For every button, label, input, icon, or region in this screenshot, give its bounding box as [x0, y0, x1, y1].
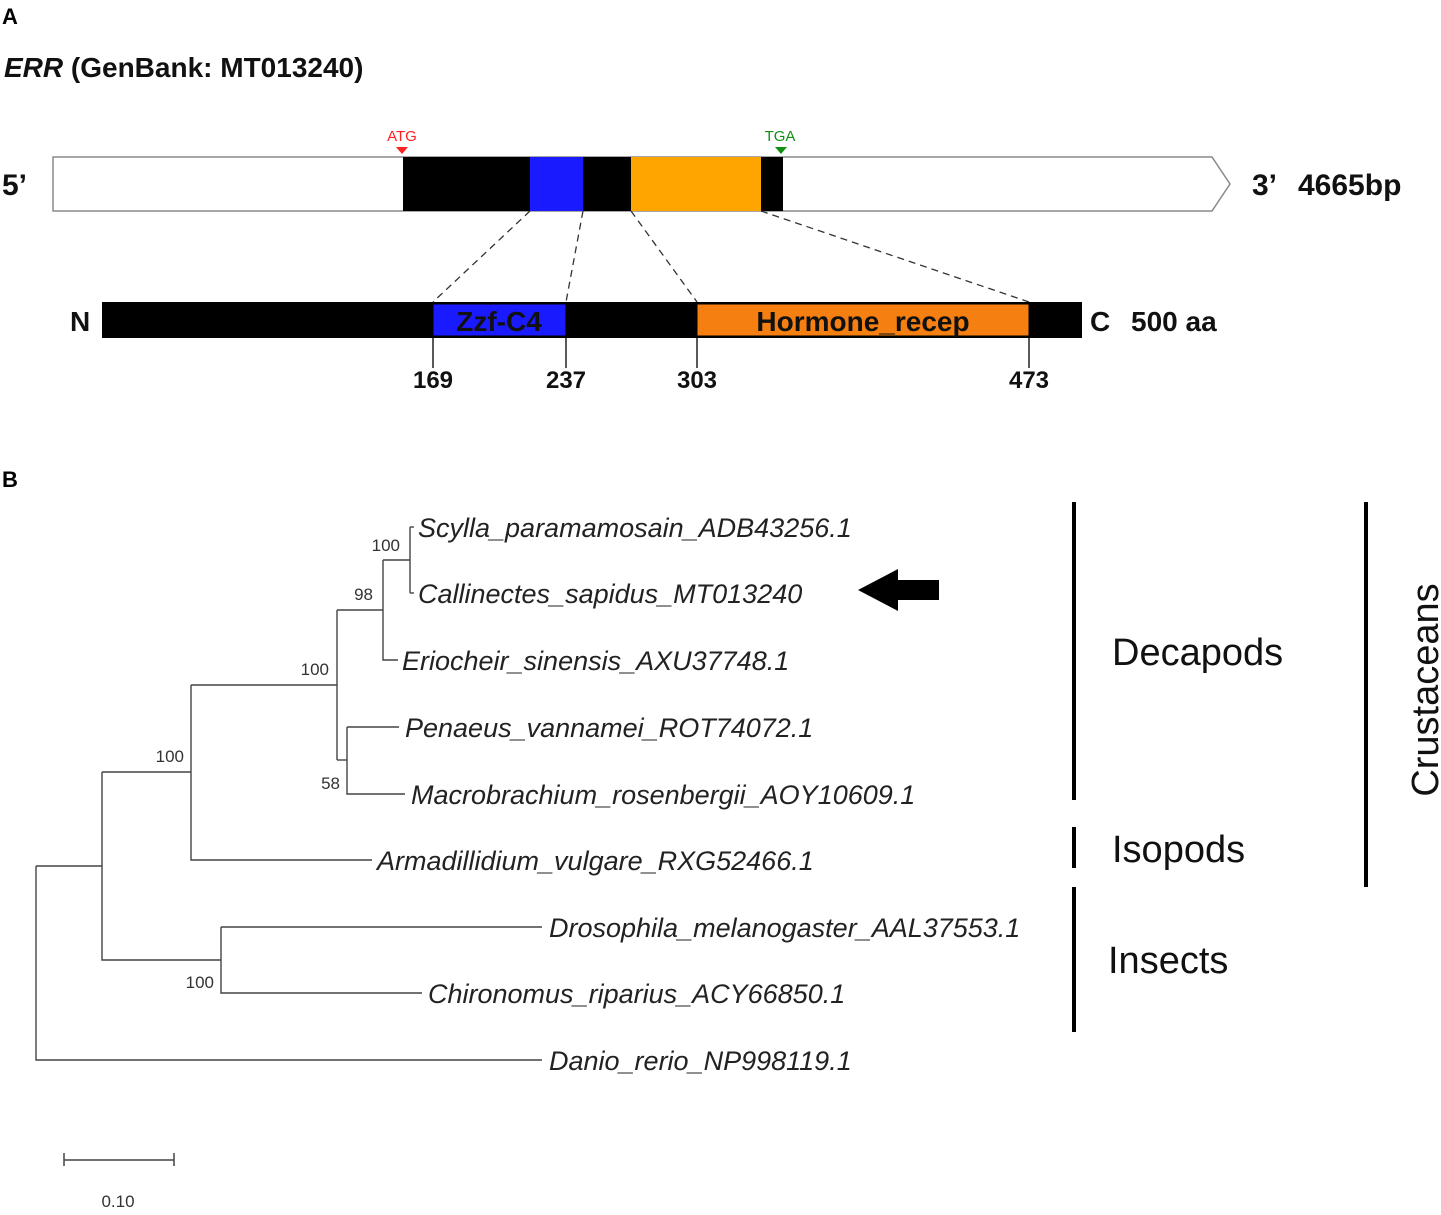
left-arrow-icon	[858, 569, 939, 611]
connector-hormone-end	[760, 210, 1030, 303]
supergroup-label-crustaceans: Crustaceans	[1405, 583, 1441, 796]
leaf-label: Danio_rerio_NP998119.1	[549, 1046, 852, 1076]
bootstrap-value: 100	[301, 660, 329, 679]
scale-bar	[63, 1153, 175, 1166]
mrna-hormone-domain	[631, 157, 761, 211]
start-codon-marker	[396, 147, 408, 154]
tree-branch	[190, 685, 372, 861]
position-label: 303	[677, 367, 717, 394]
connector-zzf-start	[432, 210, 531, 303]
tree-branch	[220, 927, 422, 994]
stop-codon-label: TGA	[765, 128, 796, 145]
five-prime-label: 5’	[2, 169, 27, 202]
scale-bar-label: 0.10	[101, 1192, 134, 1211]
tree-branch	[101, 772, 221, 961]
c-terminus-label: C	[1090, 306, 1110, 337]
leaf-label: Callinectes_sapidus_MT013240	[418, 579, 802, 609]
position-label: 169	[413, 367, 453, 394]
panel-a-letter: A	[2, 4, 18, 29]
position-label: 237	[546, 367, 586, 394]
mrna-zzf-domain	[530, 157, 583, 211]
panel-b-letter: B	[2, 467, 18, 492]
bootstrap-value: 100	[156, 747, 184, 766]
position-label: 473	[1009, 367, 1049, 394]
tree-branch	[346, 727, 405, 795]
connector-hormone-start	[630, 210, 698, 303]
start-codon-label: ATG	[387, 128, 417, 145]
leaf-label: Penaeus_vannamei_ROT74072.1	[405, 713, 813, 743]
phylogenetic-tree	[35, 526, 542, 1061]
genbank-accession: (GenBank: MT013240)	[63, 52, 363, 83]
three-prime-label: 3’	[1252, 169, 1277, 202]
leaf-label: Macrobrachium_rosenbergii_AOY10609.1	[411, 780, 915, 810]
bootstrap-value: 98	[354, 585, 373, 604]
bootstrap-value: 58	[321, 774, 340, 793]
zzf-domain-label: Zzf-C4	[456, 306, 542, 337]
bootstrap-value: 100	[186, 973, 214, 992]
tree-branch	[35, 866, 542, 1061]
gene-title: ERR (GenBank: MT013240)	[4, 52, 363, 83]
mrna-length-label: 4665bp	[1298, 169, 1401, 202]
leaf-label: Armadillidium_vulgare_RXG52466.1	[375, 846, 814, 876]
leaf-label: Eriocheir_sinensis_AXU37748.1	[402, 646, 789, 676]
leaf-label: Drosophila_melanogaster_AAL37553.1	[549, 913, 1020, 943]
n-terminus-label: N	[70, 306, 90, 337]
leaf-label: Scylla_paramamosain_ADB43256.1	[418, 513, 852, 543]
protein-length-label: 500 aa	[1131, 306, 1217, 337]
group-label-decapods: Decapods	[1112, 632, 1283, 674]
bootstrap-value: 100	[372, 536, 400, 555]
group-label-insects: Insects	[1108, 940, 1228, 982]
connector-zzf-end	[565, 210, 584, 303]
stop-codon-marker	[775, 147, 787, 154]
zzf-domain-box	[432, 303, 567, 337]
group-label-isopods: Isopods	[1112, 829, 1245, 871]
tree-branch	[382, 560, 398, 661]
gene-name: ERR	[4, 52, 64, 83]
hormone-domain-box	[696, 303, 1030, 337]
hormone-domain-label: Hormone_recep	[756, 306, 969, 337]
leaf-label: Chironomus_riparius_ACY66850.1	[428, 979, 845, 1009]
